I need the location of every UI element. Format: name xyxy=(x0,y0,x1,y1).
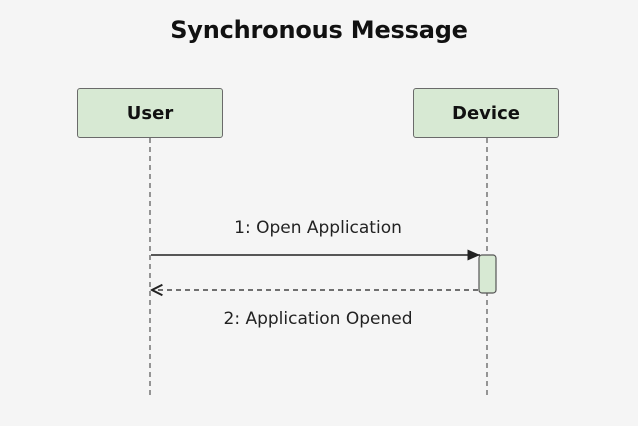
participant-user: User xyxy=(77,88,223,138)
participant-device: Device xyxy=(413,88,559,138)
diagram-title: Synchronous Message xyxy=(170,16,468,44)
participant-user-label: User xyxy=(126,102,174,124)
message-2-label: 2: Application Opened xyxy=(223,309,413,329)
activation-bar-device xyxy=(478,254,497,294)
participant-device-label: Device xyxy=(452,102,520,124)
message-1-label: 1: Open Application xyxy=(234,218,402,238)
